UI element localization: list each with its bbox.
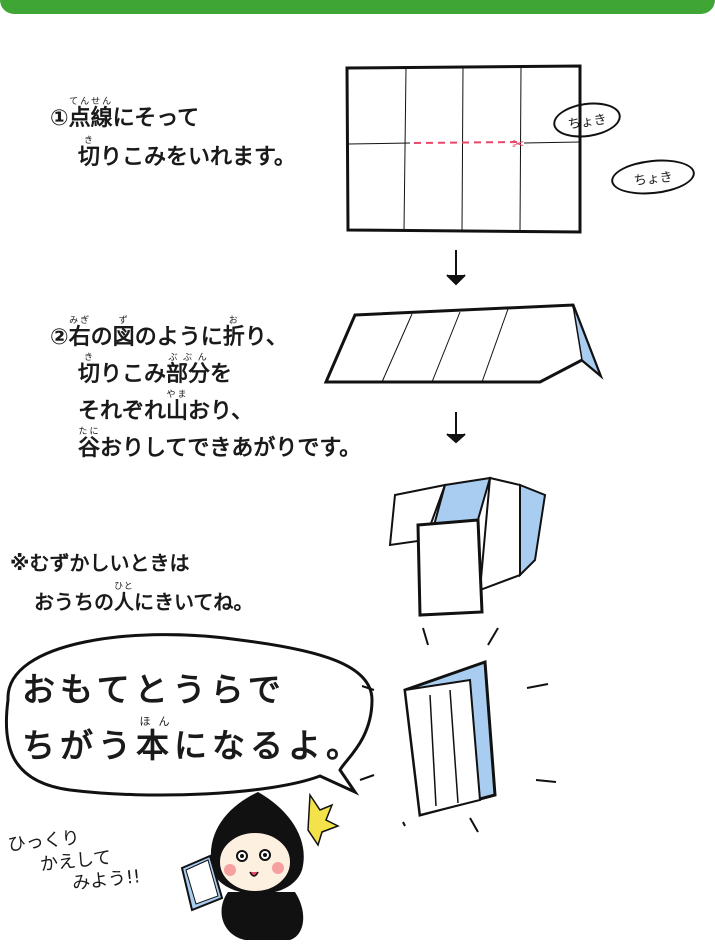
- text-segment: にそって: [112, 106, 200, 131]
- ruby-text: 点線てんせん: [68, 97, 113, 131]
- step2-line2: 切きりこみ部分ぶぶんを: [78, 353, 361, 386]
- note-line1: ※むずかしいときは: [10, 547, 253, 576]
- step2-line1: ②右みぎの図ずのように折おり、: [50, 316, 361, 349]
- step2-line3: それぞれ山やまおり、: [78, 390, 361, 423]
- text-segment: おもてとうらで: [22, 670, 286, 709]
- svg-text:✂: ✂: [512, 135, 525, 153]
- furigana: やま: [166, 390, 189, 400]
- text-segment: ちがう: [22, 726, 136, 765]
- step2-line4: 谷たにおりしてできあがりです。: [78, 427, 361, 460]
- furigana: みぎ: [68, 316, 91, 326]
- furigana: ほん: [136, 715, 174, 728]
- text-segment: りこみをいれます。: [100, 145, 296, 170]
- step1-line2: 切きりこみをいれます。: [78, 136, 296, 169]
- bubble-line1: おもてとうらで: [22, 663, 286, 711]
- step1-instructions: ①点線てんせんにそって 切きりこみをいれます。: [50, 97, 296, 169]
- ruby-text: 折お: [222, 316, 245, 350]
- ruby-text: 山やま: [166, 390, 189, 424]
- help-note: ※むずかしいときは おうちの人ひとにきいてね。: [10, 547, 253, 615]
- note-line2: おうちの人ひとにきいてね。: [34, 582, 253, 615]
- text-segment: のように: [134, 325, 223, 350]
- furigana: き: [78, 353, 101, 363]
- text-segment: になるよ。: [174, 726, 364, 765]
- text-segment: の: [90, 325, 113, 350]
- text-segment: ②: [50, 325, 69, 350]
- text-segment: それぞれ: [78, 399, 167, 424]
- furigana: ぶぶん: [166, 353, 211, 363]
- text-segment: を: [210, 362, 233, 387]
- text-segment: おうちの: [34, 590, 114, 614]
- furigana: き: [78, 136, 101, 146]
- ruby-text: 谷たに: [78, 427, 101, 461]
- furigana: ひと: [114, 582, 134, 592]
- furigana: ず: [112, 316, 135, 326]
- cut-dashed-line: [413, 141, 519, 144]
- text-segment: りこみ: [100, 362, 167, 387]
- furigana: お: [222, 316, 245, 326]
- header-bar: [0, 0, 715, 14]
- text-segment: ①: [50, 106, 69, 131]
- step2-instructions: ②右みぎの図ずのように折おり、 切きりこみ部分ぶぶんを それぞれ山やまおり、 谷…: [50, 316, 361, 460]
- text-segment: ※むずかしいときは: [10, 551, 190, 575]
- ruby-text: 人ひと: [114, 582, 134, 614]
- text-segment: おりしてできあがりです。: [100, 436, 362, 461]
- text-segment: にきいてね。: [134, 590, 254, 614]
- furigana: てんせん: [68, 97, 113, 107]
- text-segment: り、: [244, 325, 288, 350]
- bubble-line2: ちがう本ほんになるよ。: [22, 715, 364, 767]
- step1-line1: ①点線てんせんにそって: [50, 97, 296, 130]
- ruby-text: 図ず: [112, 316, 135, 350]
- ruby-text: 切き: [78, 353, 101, 387]
- ruby-text: 切き: [78, 136, 101, 170]
- ruby-text: 部分ぶぶん: [166, 353, 211, 387]
- text-segment: おり、: [188, 399, 254, 424]
- ruby-text: 本ほん: [136, 715, 174, 765]
- furigana: たに: [78, 427, 101, 437]
- ruby-text: 右みぎ: [68, 316, 91, 350]
